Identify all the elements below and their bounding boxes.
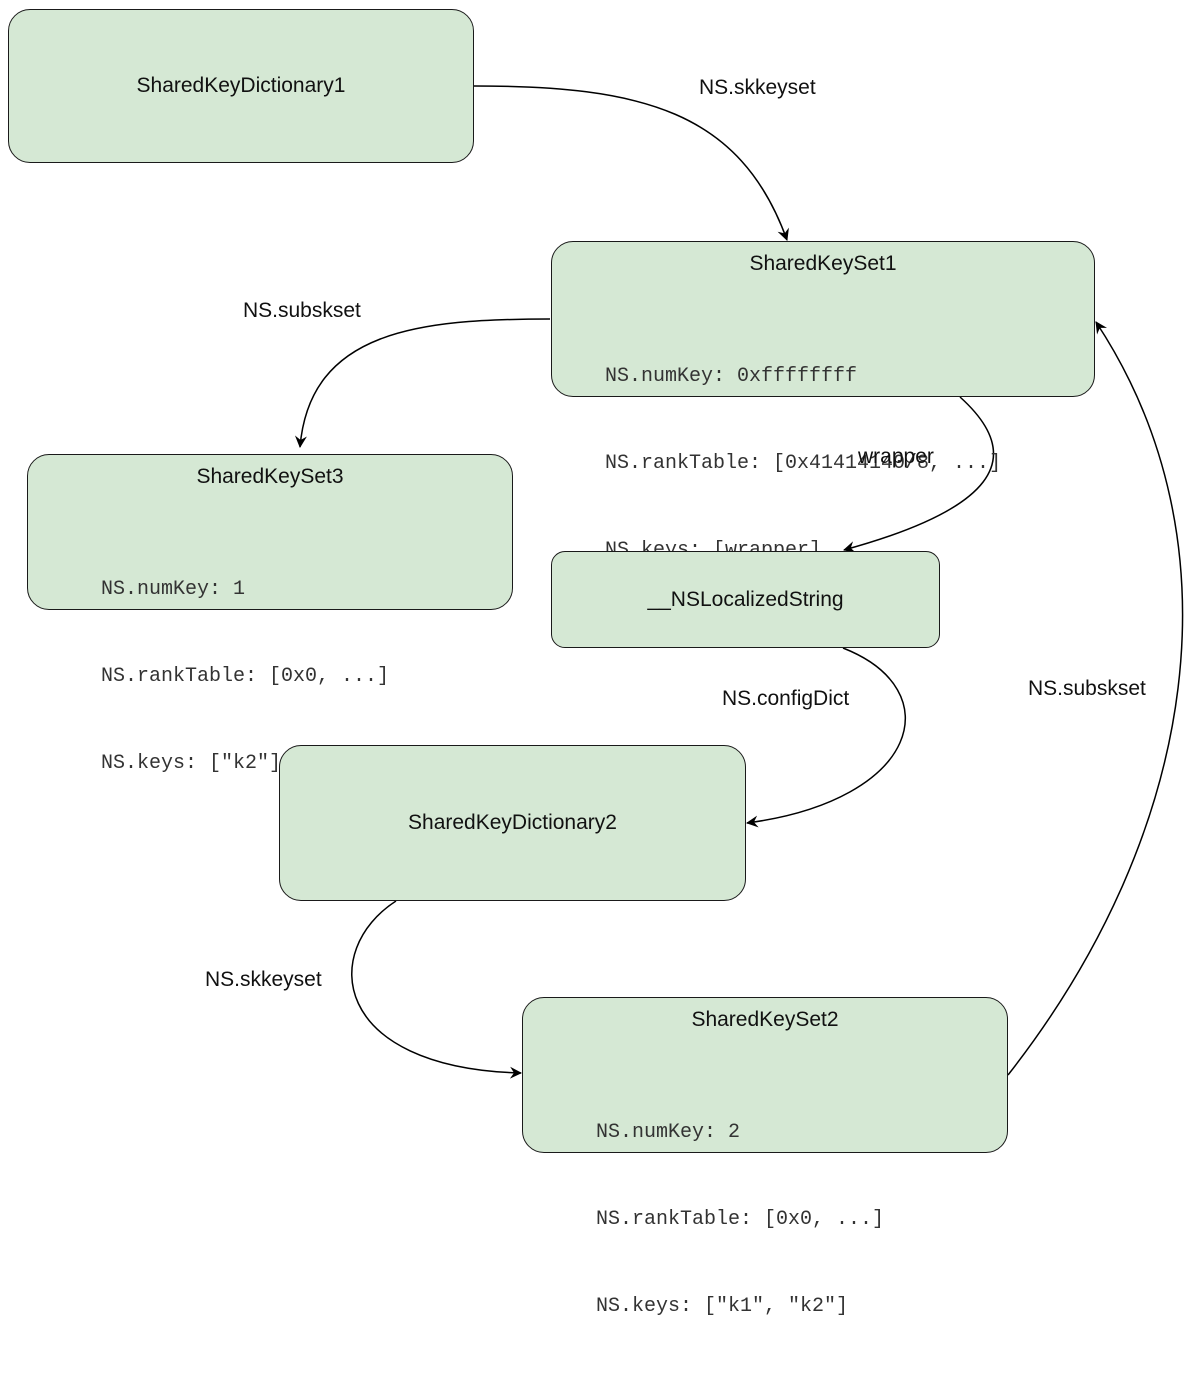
field-rank-table: NS.rankTable: [0x41414140/8, ...] [605, 452, 1002, 475]
node-title: SharedKeySet2 [691, 1008, 839, 1031]
edge-set1-to-set3 [294, 318, 551, 448]
field-num-key: NS.numKey: 1 [101, 578, 246, 601]
edge-label-localized-to-dict2: NS.configDict [722, 687, 850, 710]
node-title: SharedKeySet1 [749, 252, 897, 275]
node-fields: NS.numKey: 1 NS.rankTable: [0x0, ...] NS… [101, 517, 389, 836]
edge-set2-to-set1 [1007, 321, 1184, 1076]
shared-key-set-3-node: SharedKeySet3 NS.numKey: 1 NS.rankTable:… [27, 454, 513, 775]
shared-key-dictionary-1-node: SharedKeyDictionary1 [8, 9, 474, 163]
field-num-key: NS.numKey: 2 [596, 1121, 741, 1144]
field-keys: NS.keys: ["k1", "k2"] [596, 1295, 849, 1318]
diagram-canvas: SharedKeyDictionary1 SharedKeySet1 NS.nu… [8, 9, 1184, 1318]
edge-label-set2-to-set1: NS.subskset [1028, 677, 1146, 700]
edge-label-set1-to-set3: NS.subskset [243, 299, 361, 322]
edge-localized-to-dict2 [746, 647, 907, 828]
edge-set1-to-localized [843, 396, 995, 553]
field-keys: NS.keys: ["k2"] [101, 752, 282, 775]
shared-key-set-2-node: SharedKeySet2 NS.numKey: 2 NS.rankTable:… [522, 997, 1008, 1318]
field-rank-table: NS.rankTable: [0x0, ...] [101, 665, 390, 688]
shared-key-dictionary-2-node: SharedKeyDictionary2 [279, 745, 746, 901]
edge-dict2-to-set2 [351, 900, 522, 1079]
ns-localized-string-node: __NSLocalizedString [551, 551, 940, 648]
node-title: SharedKeyDictionary2 [408, 811, 617, 834]
edge-dict1-to-set1 [473, 85, 789, 241]
field-num-key: NS.numKey: 0xffffffff [605, 365, 858, 388]
node-title: __NSLocalizedString [647, 587, 844, 611]
node-title: SharedKeyDictionary1 [136, 74, 346, 97]
shared-key-set-1-node: SharedKeySet1 NS.numKey: 0xffffffff NS.r… [551, 241, 1095, 562]
edge-label-dict2-to-set2: NS.skkeyset [205, 968, 322, 991]
field-rank-table: NS.rankTable: [0x0, ...] [596, 1208, 885, 1231]
node-fields: NS.numKey: 2 NS.rankTable: [0x0, ...] NS… [596, 1060, 884, 1379]
edge-label-set1-to-localized: wrapper [858, 445, 934, 468]
node-title: SharedKeySet3 [196, 465, 344, 488]
edge-label-dict1-to-set1: NS.skkeyset [699, 76, 816, 99]
edge-layer [294, 85, 1184, 1079]
